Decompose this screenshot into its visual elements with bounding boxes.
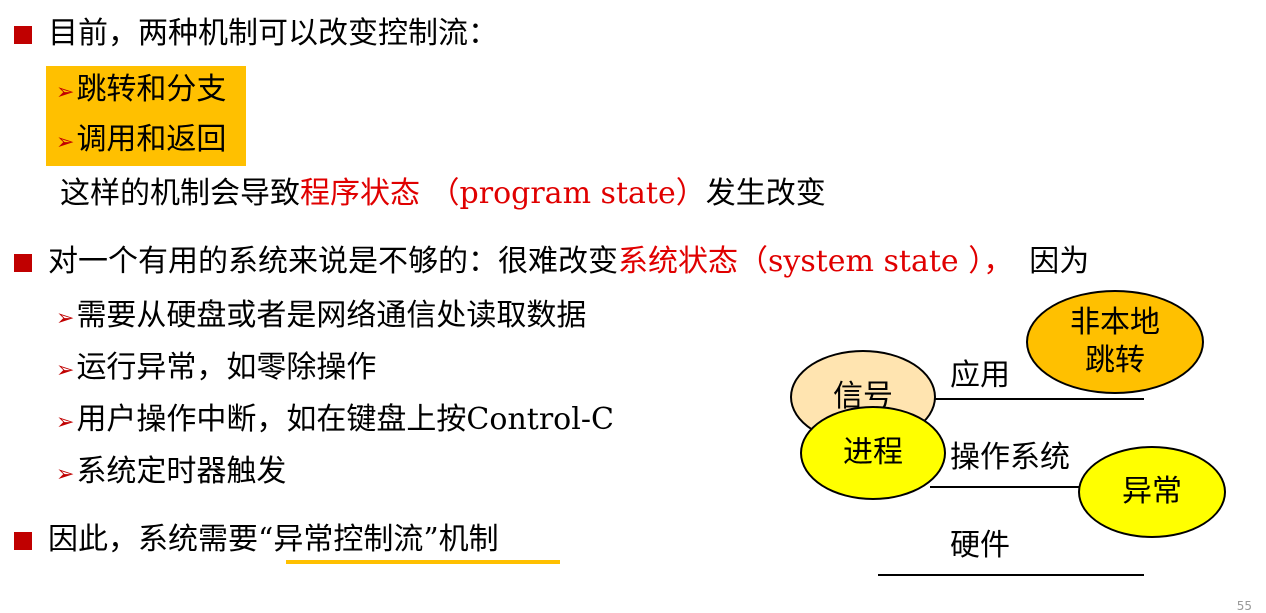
sub-item-user-interrupt: ➢用户操作中断，如在键盘上按Control-C xyxy=(56,402,614,437)
bullet-1-text: 目前，两种机制可以改变控制流： xyxy=(48,16,498,51)
bullet-marker xyxy=(14,532,32,550)
program-state-note: 这样的机制会导致程序状态 （program state）发生改变 xyxy=(60,176,826,211)
arrow-bullet-icon: ➢ xyxy=(56,462,75,487)
bullet-2-text: 对一个有用的系统来说是不够的：很难改变系统状态（system state ），因… xyxy=(48,244,1090,279)
page-number: 55 xyxy=(1236,599,1252,613)
layer-label-hw: 硬件 xyxy=(950,528,1010,563)
layer-label-app: 应用 xyxy=(950,358,1010,393)
program-state-highlight: 程序状态 （program state） xyxy=(300,176,706,211)
branch-highlight xyxy=(46,66,246,166)
process-label: 进程 xyxy=(843,435,903,470)
arrow-bullet-icon: ➢ xyxy=(56,358,75,383)
bullet-marker xyxy=(14,26,32,44)
arrow-bullet-icon: ➢ xyxy=(56,80,75,105)
bullet-marker xyxy=(14,254,32,272)
arrow-bullet-icon: ➢ xyxy=(56,410,75,435)
process-ellipse: 进程 xyxy=(800,406,946,500)
sub-item-runtime-exception: ➢运行异常，如零除操作 xyxy=(56,350,377,385)
sub-item-call-return: ➢调用和返回 xyxy=(56,122,227,157)
sub-item-timer: ➢系统定时器触发 xyxy=(56,454,287,489)
sub-item-jump-branch: ➢跳转和分支 xyxy=(56,72,227,107)
nonlocal-jump-label-line1: 非本地 xyxy=(1070,305,1160,340)
bullet-3-text: 因此，系统需要“异常控制流”机制 xyxy=(48,522,499,557)
os-layer-line xyxy=(930,486,1080,488)
sub-item-disk-network: ➢需要从硬盘或者是网络通信处读取数据 xyxy=(56,298,587,333)
layer-label-os: 操作系统 xyxy=(950,440,1070,475)
nonlocal-jump-label-line2: 跳转 xyxy=(1085,343,1145,378)
hw-layer-line xyxy=(878,574,1144,576)
ecf-underline xyxy=(286,560,560,564)
arrow-bullet-icon: ➢ xyxy=(56,130,75,155)
exception-ellipse: 异常 xyxy=(1078,446,1226,538)
arrow-bullet-icon: ➢ xyxy=(56,306,75,331)
ecf-underlined-phrase: “异常控制流”机制 xyxy=(258,522,499,557)
system-state-highlight: 系统状态（system state ）， xyxy=(618,244,1014,279)
app-layer-line xyxy=(930,398,1144,400)
nonlocal-jump-ellipse: 非本地 跳转 xyxy=(1026,290,1204,394)
exception-label: 异常 xyxy=(1122,474,1182,509)
